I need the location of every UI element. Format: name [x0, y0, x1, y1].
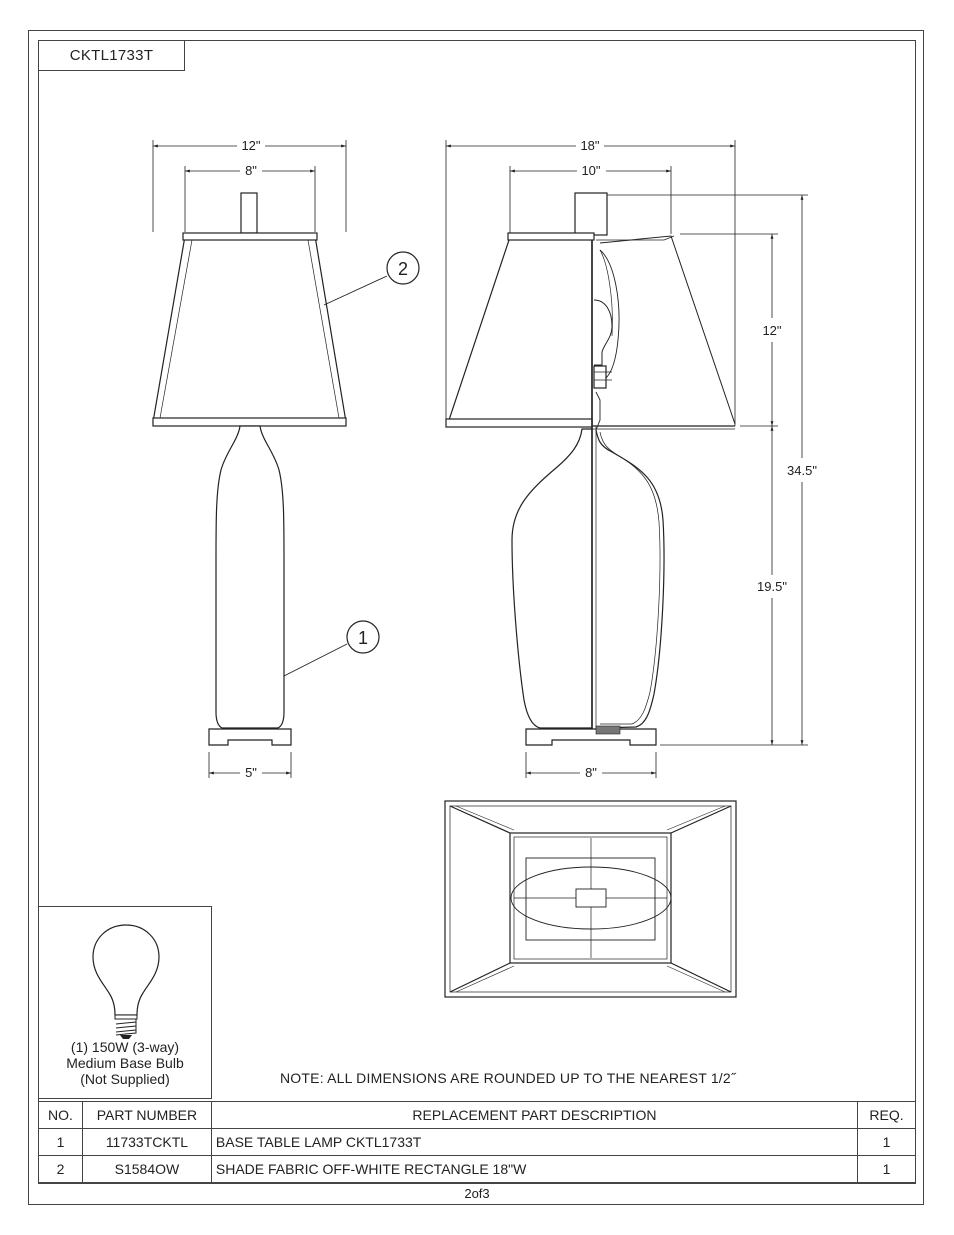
front-view [152, 140, 420, 778]
row-description: SHADE FABRIC OFF-WHITE RECTANGLE 18"W [210, 1155, 858, 1183]
drawing-frame [38, 40, 916, 1184]
table-row: 2 S1584OW SHADE FABRIC OFF-WHITE RECTANG… [38, 1155, 917, 1183]
drawing-sheet-border [28, 30, 924, 1205]
dim-shade-top-side: 18" [580, 138, 599, 153]
row-no: 1 [38, 1128, 83, 1156]
dim-shade-inner-front: 8" [245, 163, 257, 178]
dim-base-width-side: 8" [585, 765, 597, 780]
dim-base-width-front: 5" [245, 765, 257, 780]
row-part-number: 11733TCKTL [81, 1128, 212, 1156]
model-number-tab: CKTL1733T [38, 40, 185, 71]
table-header-row: NO. PART NUMBER REPLACEMENT PART DESCRIP… [38, 1101, 917, 1129]
dim-shade-inner-side: 10" [581, 163, 600, 178]
dim-base-height: 19.5" [757, 579, 787, 594]
dim-shade-height: 12" [762, 323, 781, 338]
dim-overall-height: 34.5" [787, 463, 817, 478]
callout-circle-shade [386, 251, 420, 285]
dim-shade-top-front: 12" [241, 138, 260, 153]
row-required: 1 [856, 1155, 917, 1183]
header-required: REQ. [856, 1101, 917, 1129]
table-row: 1 11733TCKTL BASE TABLE LAMP CKTL1733T 1 [38, 1128, 917, 1156]
row-required: 1 [856, 1128, 917, 1156]
header-part-number: PART NUMBER [81, 1101, 212, 1129]
row-part-number: S1584OW [81, 1155, 212, 1183]
top-view [444, 800, 737, 998]
replacement-parts-table: NO. PART NUMBER REPLACEMENT PART DESCRIP… [38, 1101, 917, 1183]
bulb-spec-line2: Medium Base Bulb [66, 1055, 184, 1071]
header-no: NO. [38, 1101, 83, 1129]
callout-shade-number: 2 [398, 259, 408, 279]
dimension-note: NOTE: ALL DIMENSIONS ARE ROUNDED UP TO T… [280, 1070, 736, 1086]
bulb-spec-line3: (Not Supplied) [80, 1071, 170, 1087]
bulb-info-box: (1) 150W (3-way) Medium Base Bulb (Not S… [38, 906, 212, 1099]
row-no: 2 [38, 1155, 83, 1183]
header-description: REPLACEMENT PART DESCRIPTION [210, 1101, 858, 1129]
bulb-spec-line1: (1) 150W (3-way) [70, 1039, 180, 1055]
light-bulb-icon [92, 924, 160, 1039]
callout-base-number: 1 [358, 628, 368, 648]
callout-circle-base [346, 620, 380, 654]
row-description: BASE TABLE LAMP CKTL1733T [210, 1128, 858, 1156]
side-section-view [445, 140, 808, 778]
page-number: 2of3 [464, 1186, 490, 1201]
bulb-spec-text: (1) 150W (3-way) Medium Base Bulb (Not S… [39, 1039, 211, 1087]
